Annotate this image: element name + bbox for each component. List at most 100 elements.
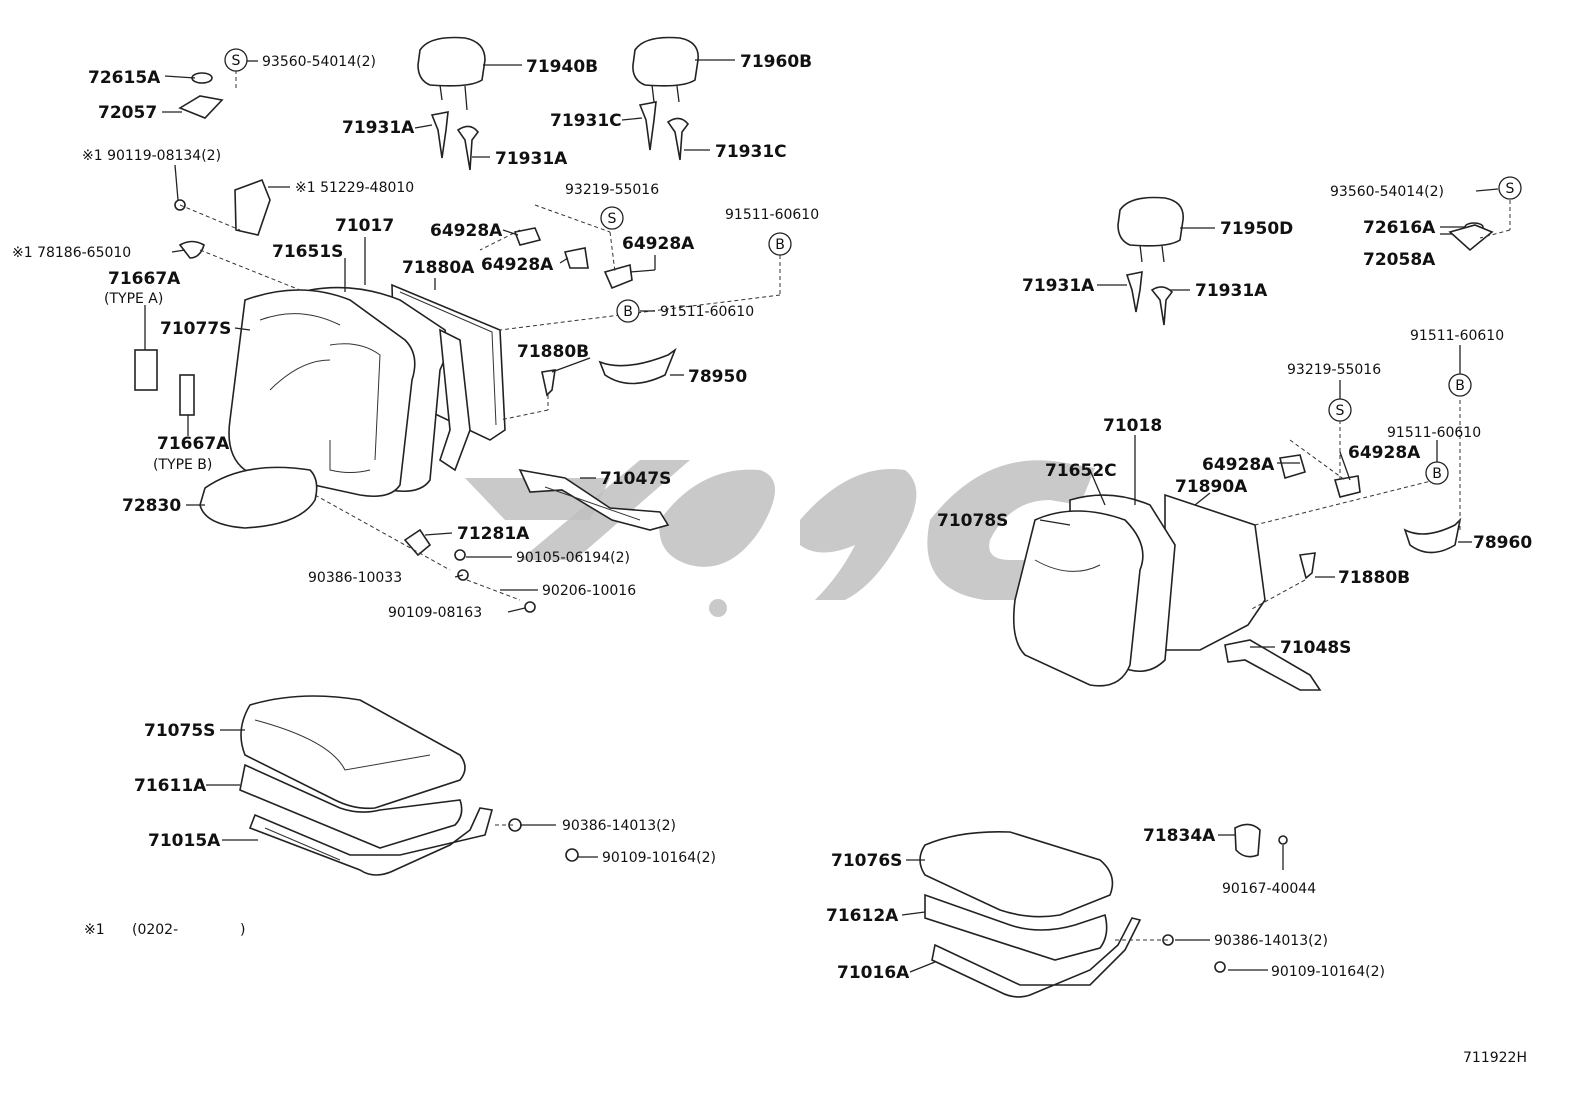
left-seat-cushion-cover [240,695,466,810]
symbol-b-left-2: B [616,299,640,323]
callout-label: 78960 [1473,533,1532,553]
callout-label: 64928A [1348,443,1421,463]
right-seat-cushion-pad [924,893,1108,961]
callout-label: 91511-60610 [1387,425,1481,441]
callout-label: (TYPE B) [153,457,212,473]
callout-label: 71880B [1338,568,1410,588]
svg-text:S: S [1336,403,1345,419]
callout-label: 71018 [1103,416,1162,436]
callout-label: 90386-10033 [308,570,402,586]
callout-label: 71017 [335,216,394,236]
svg-text:B: B [775,237,785,253]
headrest-guide-71931A [430,111,480,171]
callout-label: 64928A [622,234,695,254]
callout-label: 71931A [1022,276,1095,296]
callout-label: 90167-40044 [1222,881,1316,897]
callout-label: 71667A [157,434,230,454]
relation-lines [179,70,1511,941]
callout-labels: 72615A 93560-54014(2) 72057 71940B 71960… [12,52,1532,983]
callout-label: 71890A [1175,477,1248,497]
left-seat-hinge-bar [439,328,471,472]
callout-label: 72830 [122,496,181,516]
right-trim-71834A [1234,823,1261,858]
left-bracket-71281A [403,528,432,557]
callout-label: 71931C [550,111,622,131]
callout-label: 71048S [1280,638,1351,658]
right-headrest-71950D [1117,196,1184,263]
callout-label: 71931A [495,149,568,169]
armrest-72830 [199,466,318,529]
symbol-s-left-mid: S [600,206,624,230]
symbol-b-left-1: B [768,232,792,256]
callout-label: 71612A [826,906,899,926]
callout-label: 71075S [144,721,215,741]
callout-label: 90109-10164(2) [1271,964,1385,980]
callout-label: 93219-55016 [1287,362,1381,378]
right-clip-71880B [1298,552,1316,580]
svg-text:S: S [1506,181,1515,197]
callout-label: 71652C [1045,461,1117,481]
clip-78186 [178,240,205,259]
callout-label: 72057 [98,103,157,123]
bracket-51229 [234,178,271,236]
symbol-s-right-top: S [1498,176,1522,200]
right-seatback-pad [1012,510,1144,687]
symbol-b-right-1: B [1448,373,1472,397]
callout-label: 71931C [715,142,787,162]
callout-label: 93219-55016 [565,182,659,198]
left-seat-cushion-frame [248,807,494,876]
callout-label: 90105-06194(2) [516,550,630,566]
callout-label: 90109-10164(2) [602,850,716,866]
symbol-b-right-2: B [1425,461,1449,485]
callout-label: 72058A [1363,250,1436,270]
callout-label: 90386-14013(2) [562,818,676,834]
headrest-71940B [417,36,486,111]
callout-label: 71016A [837,963,910,983]
callout-label: 71076S [831,851,902,871]
callout-label: (TYPE A) [104,291,163,307]
callout-label: 71015A [148,831,221,851]
callout-label: ※1 78186-65010 [12,245,131,261]
callout-label: 72616A [1363,218,1436,238]
callout-label: 72615A [88,68,161,88]
footnote: ※1 (0202- ) [84,922,245,938]
callout-label: 91511-60610 [725,207,819,223]
left-seat-lock-assembly [518,468,670,531]
cover-72057 [178,95,224,119]
callout-label: 71931A [342,118,415,138]
svg-text:B: B [1455,378,1465,394]
callout-label: 91511-60610 [660,304,754,320]
right-cushion-bolts [1162,835,1288,973]
footnote-close: ) [240,922,245,938]
callout-label: 90386-14013(2) [1214,933,1328,949]
callout-label: 71077S [160,319,231,339]
right-headrest-guides [1125,271,1174,326]
right-seat-lock-71048S [1224,639,1322,691]
callout-label: 71940B [526,57,598,77]
left-tag-type-b [179,374,195,416]
callout-label: 71960B [740,52,812,72]
callout-label: 71880A [402,258,475,278]
symbol-s-left-top: S [224,48,248,72]
callout-label: 93560-54014(2) [262,54,376,70]
callout-label: 64928A [481,255,554,275]
right-seatback-frame [1164,493,1266,651]
footnote-mark: ※1 [84,922,105,938]
strap-78950 [598,347,677,385]
callout-label: 71950D [1220,219,1293,239]
callout-label: 71078S [937,511,1008,531]
left-seatback-pad [228,289,416,498]
callout-label: 71281A [457,524,530,544]
callout-label: 64928A [1202,455,1275,475]
drawing-code: 711922H [1463,1050,1527,1066]
clip-71880B-left [541,369,556,397]
symbol-s-right-mid: S [1328,398,1352,422]
right-seat-cushion-cover [919,830,1114,918]
left-tag-type-a [134,349,158,391]
right-brackets-64928A [1279,454,1361,498]
callout-label: 71931A [1195,281,1268,301]
callout-label: 90206-10016 [542,583,636,599]
callout-label: 90109-08163 [388,605,482,621]
headrest-guide-71931C [638,101,690,161]
